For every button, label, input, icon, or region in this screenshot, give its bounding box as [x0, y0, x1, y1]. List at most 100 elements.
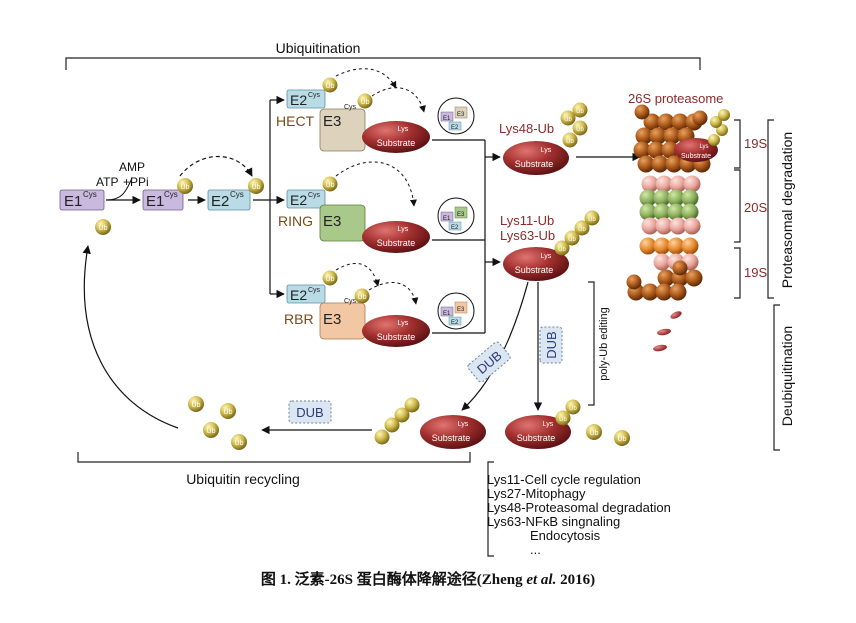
proteasome-subunit: [651, 155, 669, 173]
hect-e2-label: E2: [290, 92, 307, 108]
proteasome-subunit: [639, 189, 657, 207]
proteasome-26s: [626, 104, 711, 301]
proteasome-subunit: [637, 155, 655, 173]
proteasome-subunit: [685, 269, 703, 287]
ub-label: Ub: [618, 436, 627, 443]
e1-enzyme: E1 Cys: [59, 189, 105, 211]
proteasome-subunit-brackets: [734, 119, 774, 299]
proteasome-substrate: Substrate Lys: [674, 109, 730, 162]
rbr-e3-label: E3: [323, 311, 341, 328]
recycle-return-arrow: [82, 245, 179, 429]
lys63-label: Lys63-Ub: [500, 228, 555, 243]
ring-e3-label: E3: [323, 213, 341, 230]
proteasome-subunit: [639, 237, 657, 255]
lys-label: Lys: [699, 144, 708, 150]
rbr-e3-complex: E2 Cys Ub E3 Cys Ub RBR Substrate Lys E1…: [284, 262, 475, 347]
substrate-label: Substrate: [377, 138, 416, 148]
ub-label: Ub: [566, 139, 574, 145]
recycling-bracket: Ubiquitin recycling: [77, 452, 471, 487]
lys48-ub-chain: Lys48-Ub Substrate Lys Ub Ub Ub Ub: [499, 102, 588, 175]
dub-label: DUB: [296, 405, 323, 420]
e1-charged-cys: Cys: [164, 190, 178, 199]
hect-e2-cys: Cys: [308, 92, 321, 99]
ub-label: Ub: [224, 409, 233, 416]
caption-prefix: 图 1. 泛素-26S 蛋白酶体降解途径(Zheng: [260, 572, 527, 588]
ub-label: Ub: [326, 182, 335, 189]
function-lys11: Lys11-Cell cycle regulation: [487, 472, 641, 487]
proteasome-subunit: [653, 253, 671, 271]
e1-cys-label: Cys: [83, 190, 97, 199]
function-lys27: Lys27-Mitophagy: [487, 486, 586, 501]
ub-label: Ub: [361, 99, 370, 106]
substrate-label: Substrate: [515, 265, 554, 275]
amp-label: AMP: [119, 160, 145, 174]
degraded-fragments: [653, 311, 682, 352]
proteasome-subunit: [626, 274, 642, 290]
lys11-label: Lys11-Ub: [500, 213, 554, 228]
ubiquitination-label: Ubiquitination: [276, 40, 361, 56]
ub-label: Ub: [235, 440, 244, 447]
ub-label: Ub: [588, 217, 596, 223]
substrate-label: Substrate: [517, 433, 556, 443]
ub-label: Ub: [576, 109, 584, 115]
proteasome-subunit: [647, 141, 665, 159]
rbr-e3-cys: Cys: [344, 298, 357, 305]
proteasome-subunit: [669, 175, 687, 193]
figure-caption: 图 1. 泛素-26S 蛋白酶体降解途径(Zheng et al. 2016): [0, 568, 856, 589]
proteasome-subunit: [641, 283, 659, 301]
ub-label: Ub: [569, 406, 577, 412]
deubiquitination-label: Deubiquitination: [779, 326, 795, 426]
ub-transfer-e1-e2-dashed: [179, 156, 253, 177]
lys-label: Lys: [541, 147, 552, 154]
proteasome-subunit: [681, 237, 699, 255]
ub-label: Ub: [192, 402, 201, 409]
proteasome-subunit: [669, 283, 687, 301]
substrate-after-editing: Substrate Lys Ub Ub: [505, 399, 581, 449]
ub-label: Ub: [99, 225, 108, 232]
mini-e1: E1: [443, 116, 451, 122]
mini-e2: E2: [451, 225, 459, 231]
proteasome-subunit: [672, 260, 688, 276]
lys-label: Lys: [398, 126, 409, 133]
recycling-label: Ubiquitin recycling: [186, 471, 300, 487]
e2-label: E2: [211, 193, 229, 210]
atp-label: ATP: [96, 175, 118, 189]
rbr-e2-label: E2: [290, 287, 307, 303]
ubiquitination-bracket: Ubiquitination: [65, 40, 701, 70]
mini-e2: E2: [451, 320, 459, 326]
proteasome-subunit: [655, 217, 673, 235]
ring-e3-complex: E2 Cys Ub E3 RING Substrate Lys E1 E3 E2: [278, 161, 475, 253]
free-ub-molecules-right: Ub Ub: [586, 424, 630, 446]
mini-e1: E1: [443, 216, 451, 222]
proteasome-subunit: [633, 141, 651, 159]
deubiquitination-bracket: [773, 304, 780, 451]
ppi-label: +PPi: [123, 175, 149, 189]
proteasome-subunit: [681, 189, 699, 207]
ring-e2-label: E2: [290, 192, 307, 208]
lys11-lys63-ub-chain: Lys11-Ub Lys63-Ub Substrate Lys Ub Ub Ub…: [500, 210, 600, 281]
e1-charged: E1 Cys Ub: [142, 178, 193, 211]
dub-badge-editing: DUB: [539, 326, 563, 364]
proteasome-subunit: [663, 127, 681, 145]
substrate-label: Substrate: [377, 332, 416, 342]
lys48-label: Lys48-Ub: [499, 121, 554, 136]
cap-19s-top: 19S: [744, 136, 767, 151]
ub-label: Ub: [207, 428, 216, 435]
ub-label: Ub: [181, 184, 190, 191]
mini-e2: E2: [451, 125, 459, 131]
proteasome-subunit: [653, 203, 671, 221]
dub-label: DUB: [544, 331, 559, 358]
proteasome-subunit: [692, 110, 708, 126]
editing-bracket: [588, 281, 595, 406]
proteasome-subunit: [649, 127, 667, 145]
proteasome-subunit: [667, 189, 685, 207]
merge-lines: [432, 139, 501, 334]
ub-label: Ub: [559, 417, 567, 423]
caption-etal: et al.: [526, 572, 557, 588]
proteasome-subunit: [669, 217, 687, 235]
mini-e3: E3: [457, 112, 465, 118]
proteasome-subunit: [653, 189, 671, 207]
proteasomal-degradation-label: Proteasomal degradation: [779, 132, 795, 288]
proteasome-subunit: [657, 113, 675, 131]
substrate-after-dub: Substrate Lys: [420, 415, 486, 449]
